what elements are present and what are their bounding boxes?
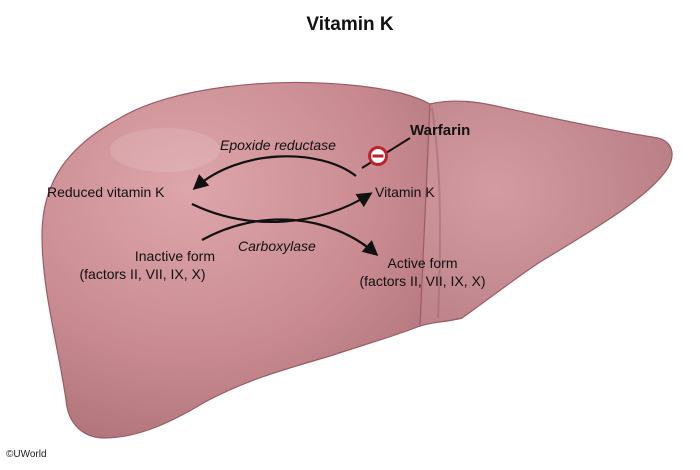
label-epoxide-reductase: Epoxide reductase <box>220 137 336 153</box>
inactive-form-factors: (factors II, VII, IX, X) <box>79 266 206 282</box>
label-carboxylase: Carboxylase <box>238 238 316 254</box>
inactive-form-title: Inactive form <box>134 248 215 264</box>
label-reduced-vitamin-k: Reduced vitamin K <box>47 184 165 200</box>
liver-illustration <box>41 81 673 439</box>
copyright-label: ©UWorld <box>6 449 47 460</box>
inhibit-icon <box>368 146 388 166</box>
label-vitamin-k: Vitamin K <box>375 184 435 200</box>
active-form-title: Active form <box>387 255 458 271</box>
label-active-form: Active form (factors II, VII, IX, X) <box>340 254 505 290</box>
active-form-factors: (factors II, VII, IX, X) <box>359 273 486 289</box>
label-warfarin: Warfarin <box>410 122 471 139</box>
liver-highlight <box>110 128 220 172</box>
label-inactive-form: Inactive form (factors II, VII, IX, X) <box>60 247 225 283</box>
reaction-arrows <box>191 137 411 257</box>
arrow-epoxide-reductase <box>192 155 357 191</box>
arrow-carboxylation <box>201 218 379 257</box>
liver-fissure <box>431 107 441 319</box>
arrow-oxidation <box>191 192 373 223</box>
page-title: Vitamin K <box>306 14 394 35</box>
liver-right-lobe <box>41 81 463 439</box>
liver-left-lobe <box>419 100 673 327</box>
